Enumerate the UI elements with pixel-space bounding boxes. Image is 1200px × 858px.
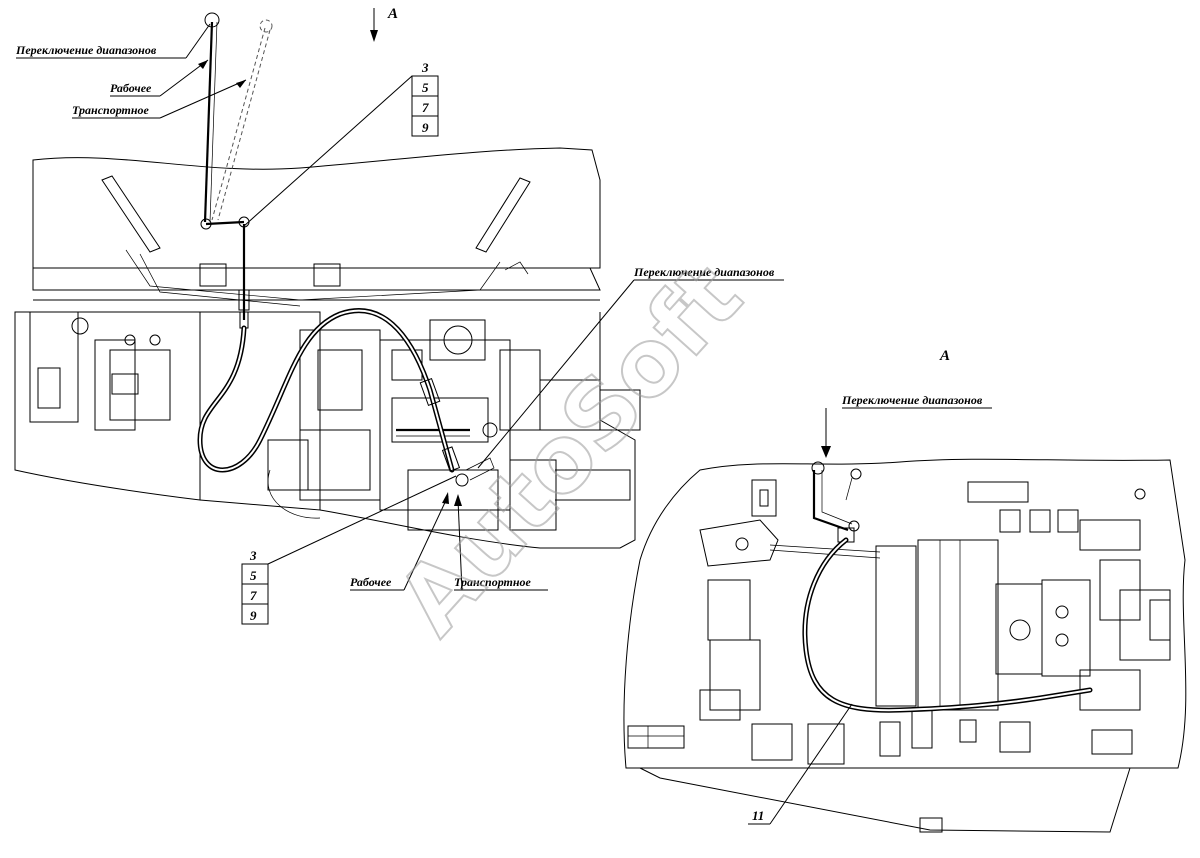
- label-range-switch-view: Переключение диапазонов: [841, 393, 983, 407]
- watermark-text: AutoSoft: [377, 243, 763, 654]
- callout-bottom-3: 9: [250, 608, 257, 623]
- top-left-labels: Переключение диапазонов Рабочее Транспор…: [15, 23, 247, 119]
- bottom-labels: Рабочее Транспортное: [350, 492, 548, 591]
- label-working-bottom: Рабочее: [350, 575, 392, 589]
- callout-bottom-1: 5: [250, 568, 257, 583]
- callout-top-2: 7: [422, 100, 429, 115]
- label-range-switch-mid: Переключение диапазонов: [633, 265, 775, 279]
- label-transport-top: Транспортное: [72, 103, 150, 117]
- callout-stack-top: 3 5 7 9: [243, 60, 439, 227]
- callout-top-3: 9: [422, 120, 429, 135]
- label-working-top: Рабочее: [110, 81, 152, 95]
- label-transport-bottom: Транспортное: [454, 575, 532, 589]
- callout-bottom-0: 3: [249, 548, 257, 563]
- mid-label: Переключение диапазонов: [477, 265, 784, 469]
- label-range-switch-top: Переключение диапазонов: [15, 43, 157, 57]
- callout-top-0: 3: [421, 60, 429, 75]
- left-assembly: А: [14, 6, 641, 549]
- callout-stack-bottom: 3 5 7 9: [241, 475, 457, 625]
- view-arrow-label: А: [387, 6, 398, 22]
- callout-bottom-2: 7: [250, 588, 257, 603]
- view-a-assembly: А Переключение диапазонов: [623, 348, 1187, 833]
- callout-top-1: 5: [422, 80, 429, 95]
- callout-view-part: 11: [752, 808, 764, 823]
- view-a-title: А: [939, 348, 950, 364]
